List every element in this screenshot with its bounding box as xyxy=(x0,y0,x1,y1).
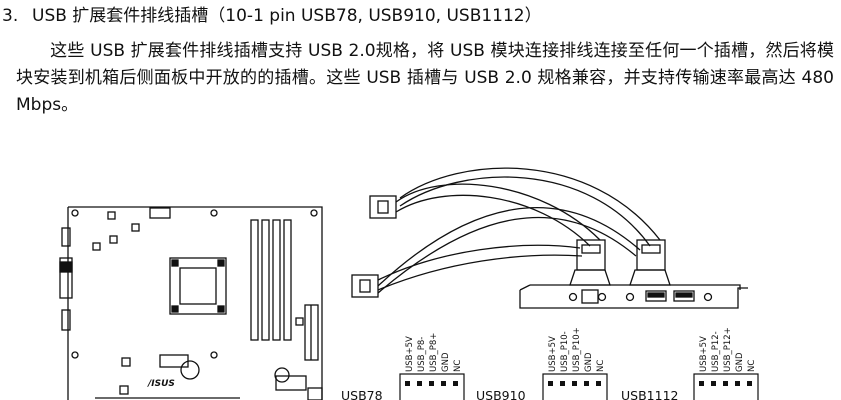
pin-label: USB_P10+ xyxy=(572,327,582,372)
pin-label: USB_P12+ xyxy=(723,327,733,372)
pin-label: USB+5V xyxy=(699,336,709,372)
header-usb910: USB910 USB+5V USB_P10- USB_P10+ GND NC xyxy=(476,327,608,400)
pin-label: USB_P8+ xyxy=(429,333,439,372)
pin-label: GND xyxy=(735,352,745,372)
header-name: USB1112 xyxy=(621,388,678,400)
pin-label: USB_P10- xyxy=(560,331,570,372)
header-usb78: USB78 USB+5V USB_P8- USB_P8+ GND NC xyxy=(341,333,465,400)
motherboard-drawing xyxy=(59,206,323,400)
pin-label: USB+5V xyxy=(405,336,415,372)
pin-label: NC xyxy=(747,360,757,372)
header-name: USB910 xyxy=(476,388,526,400)
figure-drawing: /ISUS xyxy=(59,167,759,400)
description-text: 这些 USB 扩展套件排线插槽支持 USB 2.0规格，将 USB 模块连接排线… xyxy=(16,41,834,115)
board-logo: /ISUS xyxy=(147,379,175,389)
usb-cable-drawing xyxy=(351,167,748,309)
pin-label: GND xyxy=(584,352,594,372)
usb-header-figure: /ISUS xyxy=(0,140,841,400)
section-title: USB 扩展套件排线插槽（10-1 pin USB78, USB910, USB… xyxy=(32,6,542,26)
header-name: USB78 xyxy=(341,388,383,400)
pin-label: NC xyxy=(453,360,463,372)
section-number: 3. xyxy=(2,6,19,26)
section-heading: 3. USB 扩展套件排线插槽（10-1 pin USB78, USB910, U… xyxy=(2,1,542,26)
pin-label: NC xyxy=(596,360,606,372)
pin-label: USB_P8- xyxy=(417,337,427,372)
pin-label: GND xyxy=(441,352,451,372)
pin-label: USB+5V xyxy=(548,336,558,372)
description-paragraph: 这些 USB 扩展套件排线插槽支持 USB 2.0规格，将 USB 模块连接排线… xyxy=(16,38,834,119)
pin-label: USB_P12- xyxy=(711,331,721,372)
header-usb1112: USB1112 USB+5V USB_P12- USB_P12+ GND NC xyxy=(621,327,759,400)
